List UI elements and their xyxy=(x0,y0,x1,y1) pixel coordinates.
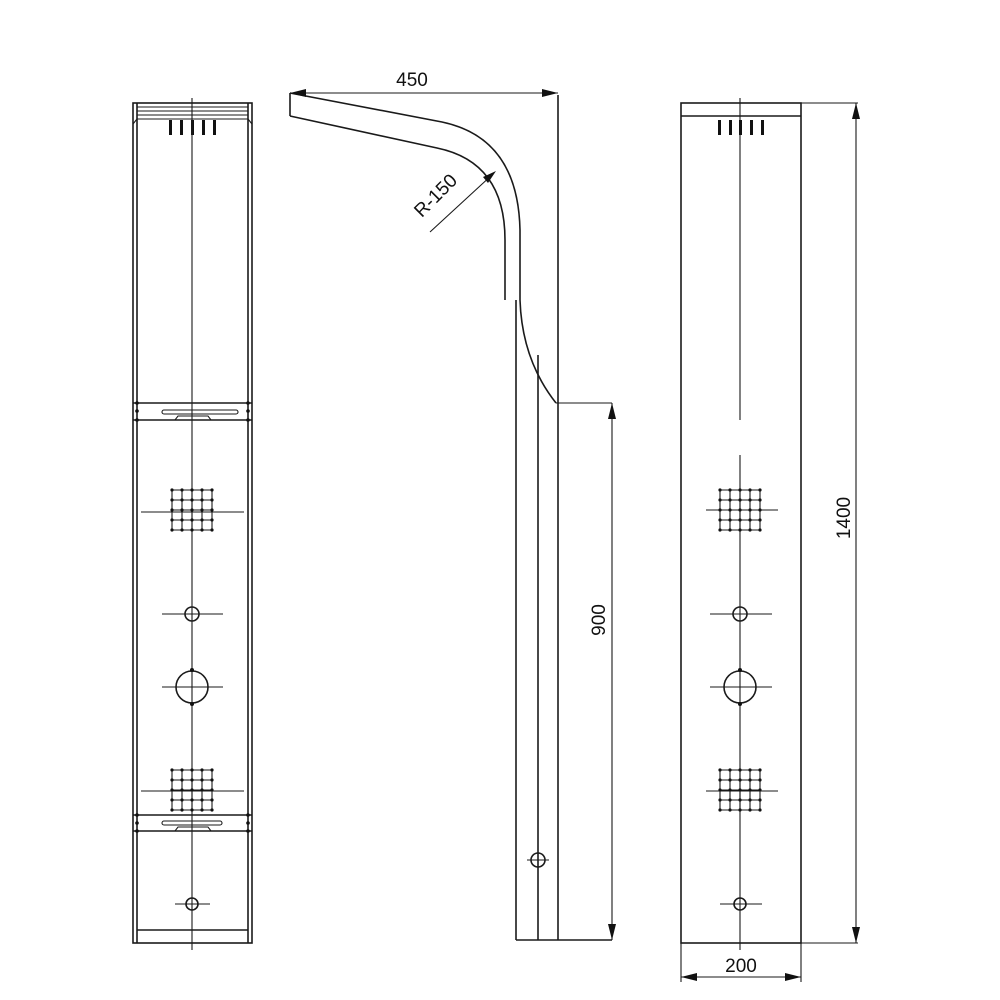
shelf-bar-lower xyxy=(133,813,252,833)
shelf-bar-upper xyxy=(133,401,252,422)
mixer-knob-large-icon xyxy=(162,668,223,706)
front-view-left xyxy=(132,98,253,950)
dimension-label-900: 900 xyxy=(589,604,610,636)
rain-shower-vents-icon xyxy=(718,120,764,135)
dimension-panel-width: 200 xyxy=(680,943,802,982)
body-jet-grid-upper-icon xyxy=(141,488,244,532)
dimension-label-200: 200 xyxy=(725,956,757,977)
diverter-knob-small-icon xyxy=(162,606,223,622)
diverter-knob-small-icon xyxy=(710,606,772,622)
side-view: 450 R-150 900 xyxy=(289,70,616,941)
dimension-total-height: 1400 xyxy=(801,102,860,944)
dimension-top-width: 450 xyxy=(290,70,558,97)
dimension-label-1400: 1400 xyxy=(834,497,855,539)
dimension-bend-radius: R-150 xyxy=(410,170,496,233)
dimension-label-radius: R-150 xyxy=(410,170,461,221)
hand-shower-outlet-icon xyxy=(720,897,762,911)
front-view-right: 1400 200 xyxy=(680,98,860,982)
hand-shower-outlet-icon xyxy=(175,897,210,911)
body-jet-grid-upper-icon xyxy=(706,488,778,532)
side-outlet-icon xyxy=(527,852,549,868)
mixer-knob-large-icon xyxy=(710,668,772,706)
dimension-lower-height: 900 xyxy=(556,402,616,940)
dimension-label-450: 450 xyxy=(396,70,428,91)
body-jet-grid-lower-icon xyxy=(706,768,778,812)
body-jet-grid-lower-icon xyxy=(141,768,244,812)
